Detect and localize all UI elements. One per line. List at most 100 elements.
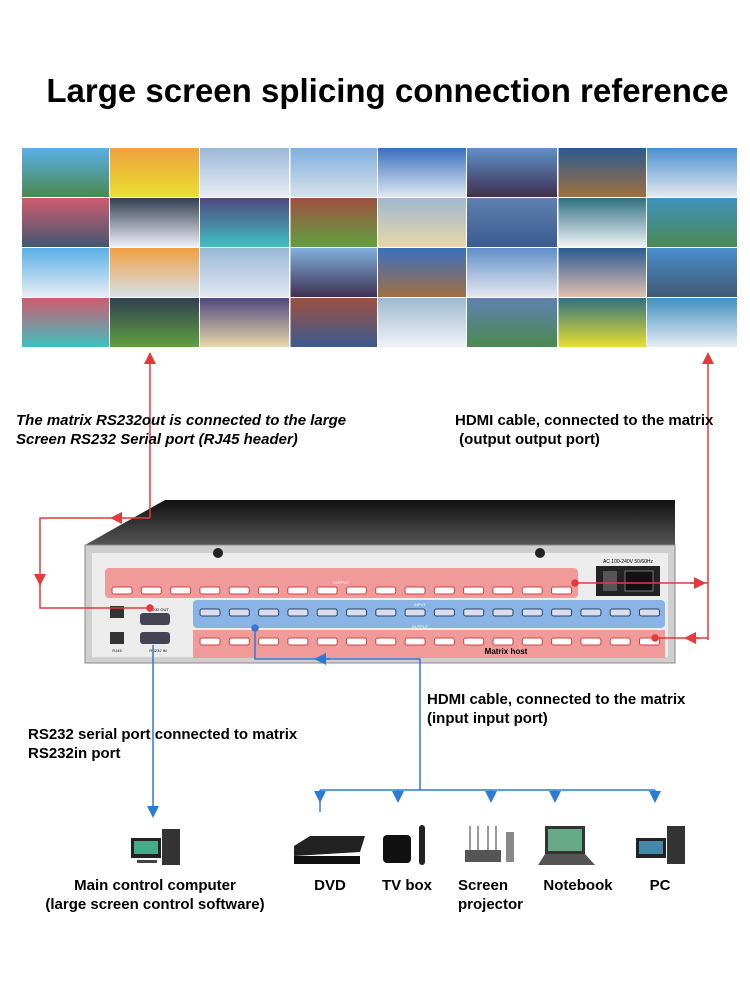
screen-tile xyxy=(467,198,557,247)
annotation-line: HDMI cable, connected to the matrix xyxy=(455,412,714,429)
screen-tile xyxy=(378,198,466,247)
hdmi-input-port xyxy=(551,608,573,617)
hdmi-output-port xyxy=(228,586,250,595)
hdmi-output-port xyxy=(404,637,426,646)
matrix-host: AC 100-240V 50/60Hz OUTPUT INPUT OUTPUT … xyxy=(84,500,676,664)
annotation-line: RS232in port xyxy=(28,745,121,762)
hdmi-output-port xyxy=(580,637,602,646)
annotation-line: (output output port) xyxy=(455,431,600,448)
hdmi-output-port xyxy=(433,586,455,595)
screen-tile xyxy=(558,198,646,247)
annotation-line: HDMI cable, connected to the matrix xyxy=(427,691,686,708)
desktop-pc-icon xyxy=(636,826,685,864)
hdmi-input-port xyxy=(639,608,660,617)
hdmi-input-port xyxy=(521,608,543,617)
hdmi-input-port xyxy=(287,608,309,617)
screen-tile xyxy=(22,298,109,347)
hdmi-output-port xyxy=(609,637,631,646)
screen-tile xyxy=(110,298,199,347)
screen-tile xyxy=(378,248,466,297)
hdmi-output-port xyxy=(287,637,309,646)
laptop-icon xyxy=(538,826,595,865)
hdmi-output-port xyxy=(228,637,250,646)
screen-tile xyxy=(467,248,557,297)
source-label-projector: Screen projector xyxy=(458,877,524,913)
hdmi-input-port xyxy=(463,608,485,617)
label-line: Main control computer xyxy=(74,877,236,894)
rs232-in-port xyxy=(140,632,170,644)
hdmi-output-port xyxy=(492,637,514,646)
hdmi-in-annotation: HDMI cable, connected to the matrix (inp… xyxy=(427,690,685,728)
screen-tile xyxy=(647,148,737,197)
rs232in-annotation: RS232 serial port connected to matrix RS… xyxy=(28,725,297,763)
screen-tile xyxy=(200,248,289,297)
hdmi-output-port xyxy=(551,637,573,646)
screen-tile xyxy=(200,148,289,197)
screen-tile xyxy=(467,148,557,197)
hdmi-output-port xyxy=(521,637,543,646)
screen-tile xyxy=(110,248,199,297)
source-label-dvd: DVD xyxy=(314,877,346,894)
screen-tile xyxy=(110,148,199,197)
output-label: OUTPUT xyxy=(333,580,350,585)
screen-tile xyxy=(22,148,109,197)
screen-tile xyxy=(378,298,466,347)
wireless-projector-icon xyxy=(465,826,514,862)
rj45-port xyxy=(110,606,124,618)
screen-tile xyxy=(647,248,737,297)
annotation-line: RS232 serial port connected to matrix xyxy=(28,726,298,743)
hdmi-input-port xyxy=(199,608,221,617)
output-label-2: OUTPUT xyxy=(412,624,429,629)
hdmi-input-port xyxy=(346,608,367,617)
hdmi-output-port xyxy=(258,637,280,646)
screen-tile xyxy=(467,298,557,347)
hdmi-output-port xyxy=(433,637,455,646)
hdmi-output-port xyxy=(199,586,221,595)
annotation-line: (input input port) xyxy=(427,710,548,727)
hdmi-input-port xyxy=(580,608,602,617)
hdmi-input-port xyxy=(375,608,397,617)
screen-tile xyxy=(290,148,377,197)
hdmi-output-port xyxy=(258,586,279,595)
hdmi-input-port xyxy=(433,608,455,617)
screen-tile xyxy=(200,298,289,347)
hdmi-output-port xyxy=(111,586,133,595)
annotation-line: Screen RS232 Serial port (RJ45 header) xyxy=(16,431,298,448)
rj45-label: RJ45 xyxy=(112,648,122,653)
hdmi-output-port xyxy=(521,586,543,595)
rs232out-annotation: The matrix RS232out is connected to the … xyxy=(16,411,346,449)
source-label-pc: PC xyxy=(649,877,671,894)
screen-tile xyxy=(558,148,646,197)
hdmi-output-port xyxy=(551,586,572,595)
hdmi-input-port xyxy=(404,608,426,617)
hdmi-input-port xyxy=(492,608,514,617)
hdmi-output-port xyxy=(346,637,367,646)
hdmi-output-port xyxy=(375,637,397,646)
screen-tile xyxy=(647,298,737,347)
hdmi-output-port xyxy=(140,586,162,595)
hdmi-input-port xyxy=(228,608,250,617)
screen-tile xyxy=(290,298,377,347)
power-label: AC 100-240V 50/60Hz xyxy=(603,559,654,565)
source-label-notebook: Notebook xyxy=(543,877,613,894)
matrix-host-label: Matrix host xyxy=(485,647,528,656)
hdmi-output-port xyxy=(316,637,338,646)
screen-tile xyxy=(110,198,199,247)
label-line: (large screen control software) xyxy=(45,896,265,913)
input-band xyxy=(193,600,665,628)
hdmi-output-port xyxy=(463,586,485,595)
rs232-out-port xyxy=(140,613,170,625)
hdmi-input-port xyxy=(609,608,631,617)
annotation-line: The matrix RS232out is connected to the … xyxy=(16,412,347,429)
hdmi-input-port xyxy=(316,608,338,617)
hdmi-output-port xyxy=(463,637,485,646)
hdmi-out-annotation: HDMI cable, connected to the matrix (out… xyxy=(455,411,713,449)
controller-label: Main control computer (large screen cont… xyxy=(35,876,275,914)
source-label-tv-box: TV box xyxy=(381,877,432,894)
screen-tile xyxy=(22,198,109,247)
input-cables xyxy=(147,624,661,818)
hdmi-output-port xyxy=(316,586,338,595)
